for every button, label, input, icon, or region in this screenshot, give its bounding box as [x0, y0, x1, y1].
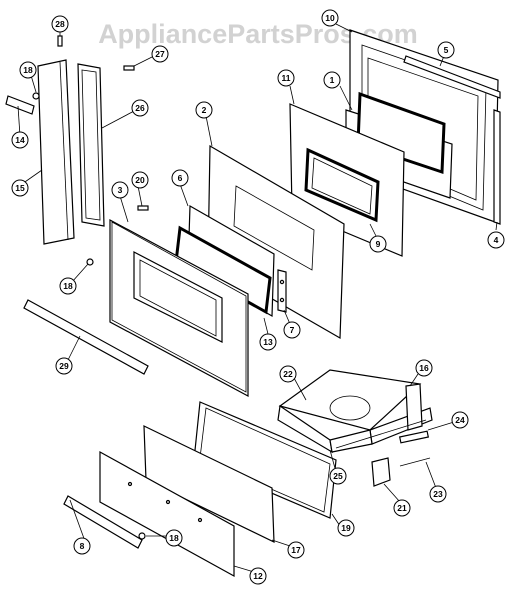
part-drawer-glass [193, 401, 337, 519]
callout-5: 5 [437, 41, 455, 59]
callout-11: 11 [277, 69, 295, 87]
callout-17: 17 [287, 541, 305, 559]
part-hinge-bracket [277, 269, 287, 313]
callout-4: 4 [487, 231, 505, 249]
svg-text:26: 26 [135, 103, 145, 113]
callout-23: 23 [429, 485, 447, 503]
svg-text:8: 8 [80, 541, 85, 551]
part-left-side-column [37, 59, 75, 245]
callout-13: 13 [259, 333, 277, 351]
svg-text:25: 25 [333, 471, 343, 481]
callout-10: 10 [321, 9, 339, 27]
svg-text:15: 15 [15, 183, 25, 193]
part-drawer-front [99, 450, 235, 578]
callout-2: 2 [195, 101, 213, 119]
svg-text:23: 23 [433, 489, 443, 499]
callout-18c: 18 [165, 529, 183, 547]
svg-text:3: 3 [118, 185, 123, 195]
callout-21: 21 [393, 499, 411, 517]
part-gasket-glass [174, 204, 275, 318]
callout-20: 20 [131, 171, 149, 189]
svg-text:24: 24 [455, 415, 465, 425]
svg-text:5: 5 [444, 45, 449, 55]
callout-1: 1 [323, 71, 341, 89]
svg-text:18: 18 [23, 65, 33, 75]
leader-lines [17, 23, 498, 573]
part-drawer-bracket [371, 457, 431, 487]
callout-27: 27 [151, 45, 169, 63]
svg-text:6: 6 [178, 173, 183, 183]
callout-26: 26 [131, 99, 149, 117]
callout-22: 22 [279, 365, 297, 383]
callout-16: 16 [415, 359, 433, 377]
callout-8: 8 [73, 537, 91, 555]
svg-text:10: 10 [325, 13, 335, 23]
svg-text:29: 29 [59, 361, 69, 371]
svg-text:22: 22 [283, 369, 293, 379]
callout-9: 9 [369, 235, 387, 253]
part-drawer-inner-panel [143, 425, 275, 543]
part-drawer-frame [277, 369, 433, 454]
svg-text:16: 16 [419, 363, 429, 373]
part-bottom-bar [63, 495, 143, 549]
svg-text:18: 18 [169, 533, 179, 543]
svg-text:17: 17 [291, 545, 301, 555]
svg-text:21: 21 [397, 503, 407, 513]
svg-text:7: 7 [290, 325, 295, 335]
svg-text:20: 20 [135, 175, 145, 185]
svg-text:19: 19 [341, 523, 351, 533]
svg-text:28: 28 [55, 19, 65, 29]
svg-text:2: 2 [202, 105, 207, 115]
callout-6: 6 [171, 169, 189, 187]
svg-text:11: 11 [282, 73, 291, 83]
part-long-bar [23, 299, 149, 375]
part-outer-oven-door [109, 218, 249, 398]
callout-29: 29 [55, 357, 73, 375]
callout-7: 7 [283, 321, 301, 339]
part-side-panel [77, 63, 105, 227]
svg-text:13: 13 [263, 337, 273, 347]
callout-19: 19 [337, 519, 355, 537]
part-top-trim [403, 55, 501, 99]
callout-25: 25 [329, 467, 347, 485]
svg-text:1: 1 [330, 75, 335, 85]
part-small-bar [5, 95, 35, 115]
svg-text:9: 9 [376, 239, 381, 249]
part-side-trim [493, 109, 501, 225]
part-screws [32, 35, 149, 540]
callout-18a: 18 [19, 61, 37, 79]
svg-text:12: 12 [253, 571, 263, 581]
svg-text:18: 18 [63, 281, 73, 291]
svg-text:27: 27 [155, 49, 165, 59]
callout-28: 28 [51, 15, 69, 33]
callout-24: 24 [451, 411, 469, 429]
callout-3: 3 [111, 181, 129, 199]
svg-text:4: 4 [494, 235, 499, 245]
callout-18b: 18 [59, 277, 77, 295]
callout-12: 12 [249, 567, 267, 585]
part-roller [398, 430, 430, 444]
callout-15: 15 [11, 179, 29, 197]
callout-14: 14 [11, 131, 29, 149]
svg-text:14: 14 [15, 135, 25, 145]
